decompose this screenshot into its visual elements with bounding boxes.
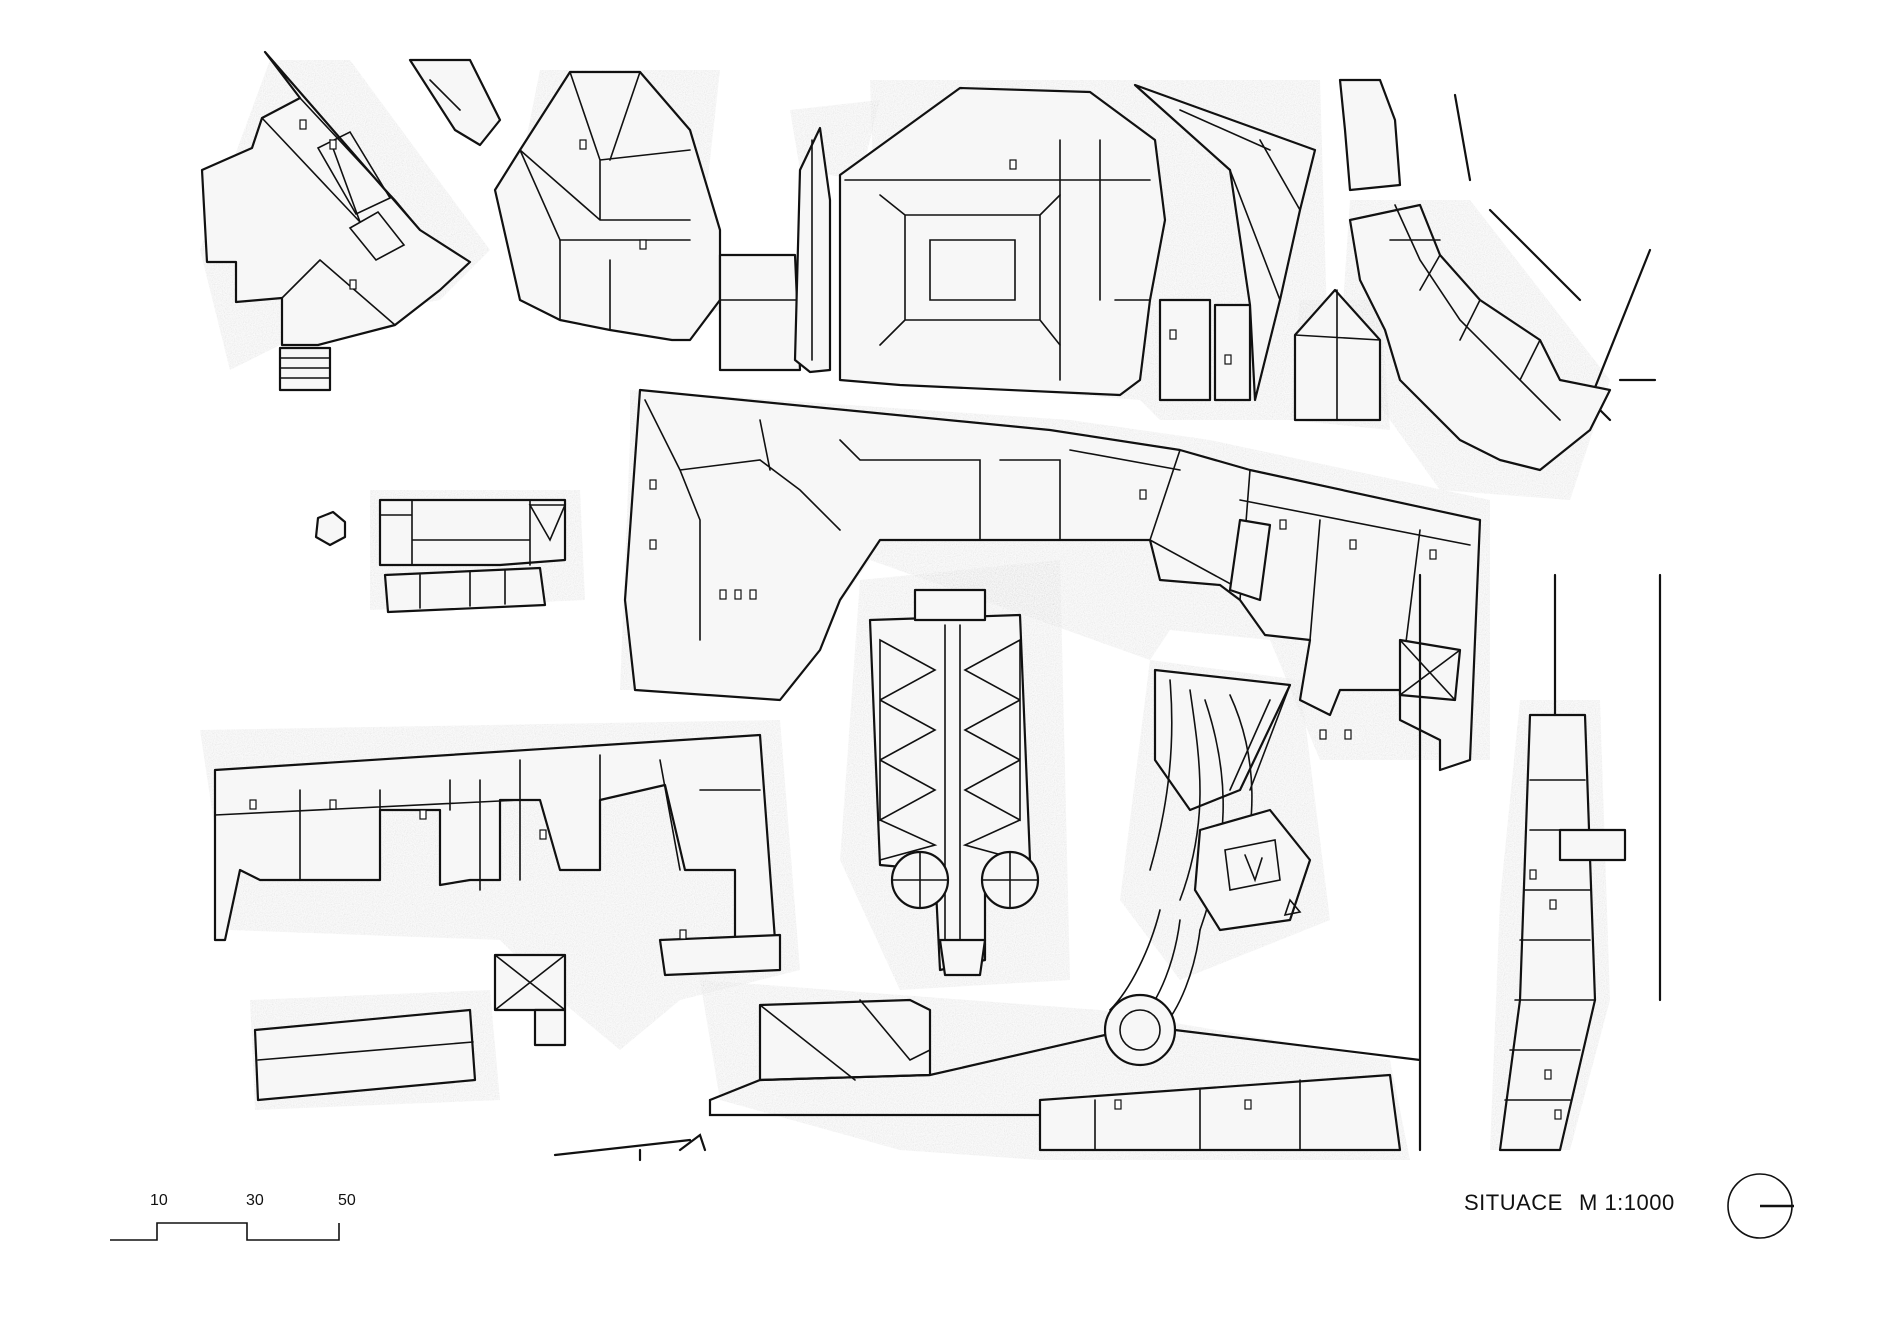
building-block-central-u [623, 388, 1482, 772]
building-row-northeast-curved [1348, 203, 1612, 472]
road-lines [553, 378, 1657, 1162]
scale-bar [110, 1222, 340, 1241]
facade-window-marks [249, 119, 1562, 1120]
building-small-west [314, 498, 567, 614]
monastery-complex [793, 83, 1317, 402]
building-row-east [1498, 573, 1662, 1152]
scale-tick-10: 10 [150, 1192, 168, 1209]
stream-terrain [1103, 668, 1312, 1067]
scale-tick-50: 50 [338, 1192, 356, 1209]
building-block-northeast [1293, 78, 1652, 422]
building-block-northwest [200, 50, 502, 392]
north-arrow-icon [1727, 1173, 1794, 1239]
building-block-south [708, 573, 1422, 1152]
plan-title: SITUACE [1464, 1190, 1563, 1215]
church-main [868, 588, 1040, 977]
plan-scale: M 1:1000 [1579, 1190, 1675, 1215]
scale-tick-30: 30 [246, 1192, 264, 1209]
building-block-southwest [213, 733, 782, 1102]
building-block-north [493, 70, 802, 372]
